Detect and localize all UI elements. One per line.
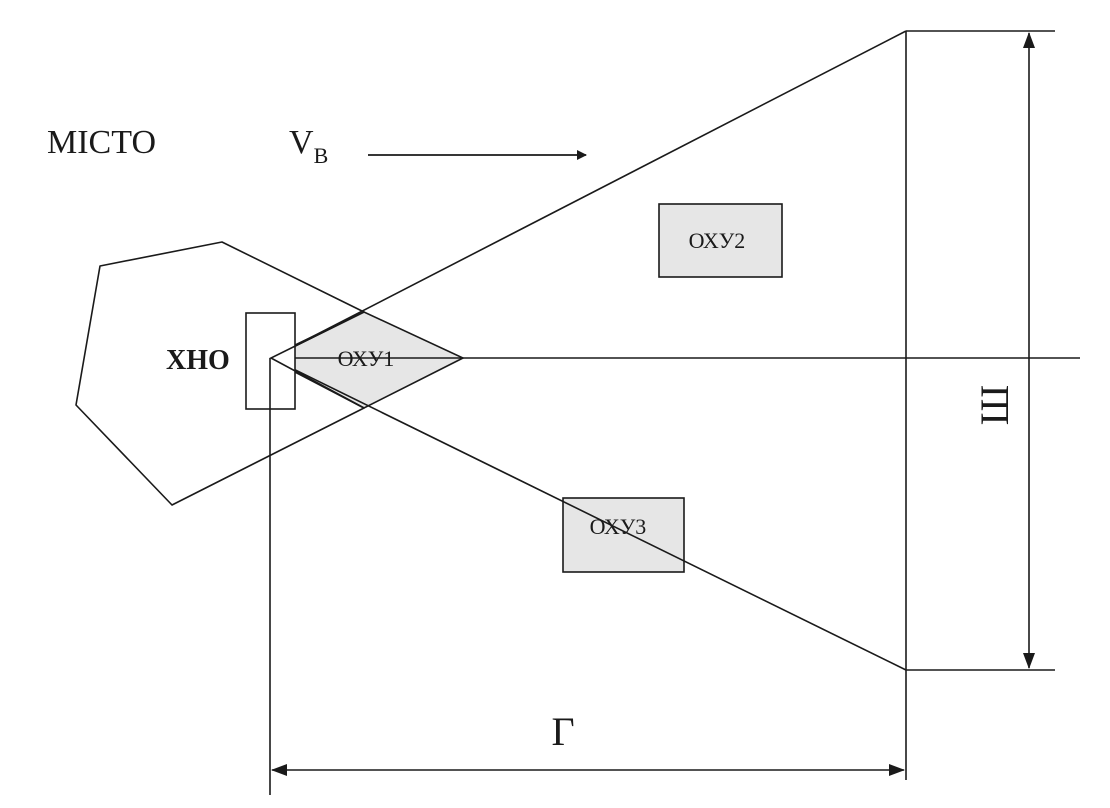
zone-1-edge [269,311,365,409]
city-label: МІСТО [47,124,156,161]
depth-label: Г [551,709,574,754]
width-label: Ш [972,385,1017,425]
zone-2-label: ОХУ2 [689,228,746,253]
zone-3-label: ОХУ3 [590,514,647,539]
upper-boundary-line [270,30,907,359]
zone-3-box [562,497,685,573]
wind-speed-main: V [289,124,314,161]
source-label: ХНО [166,345,230,376]
zone-2-box [658,203,783,278]
zone-1-label: ОХУ1 [338,346,395,371]
wind-speed-label: VB [289,124,328,168]
wind-speed-sub: B [314,143,329,168]
lower-boundary-line [270,357,907,671]
